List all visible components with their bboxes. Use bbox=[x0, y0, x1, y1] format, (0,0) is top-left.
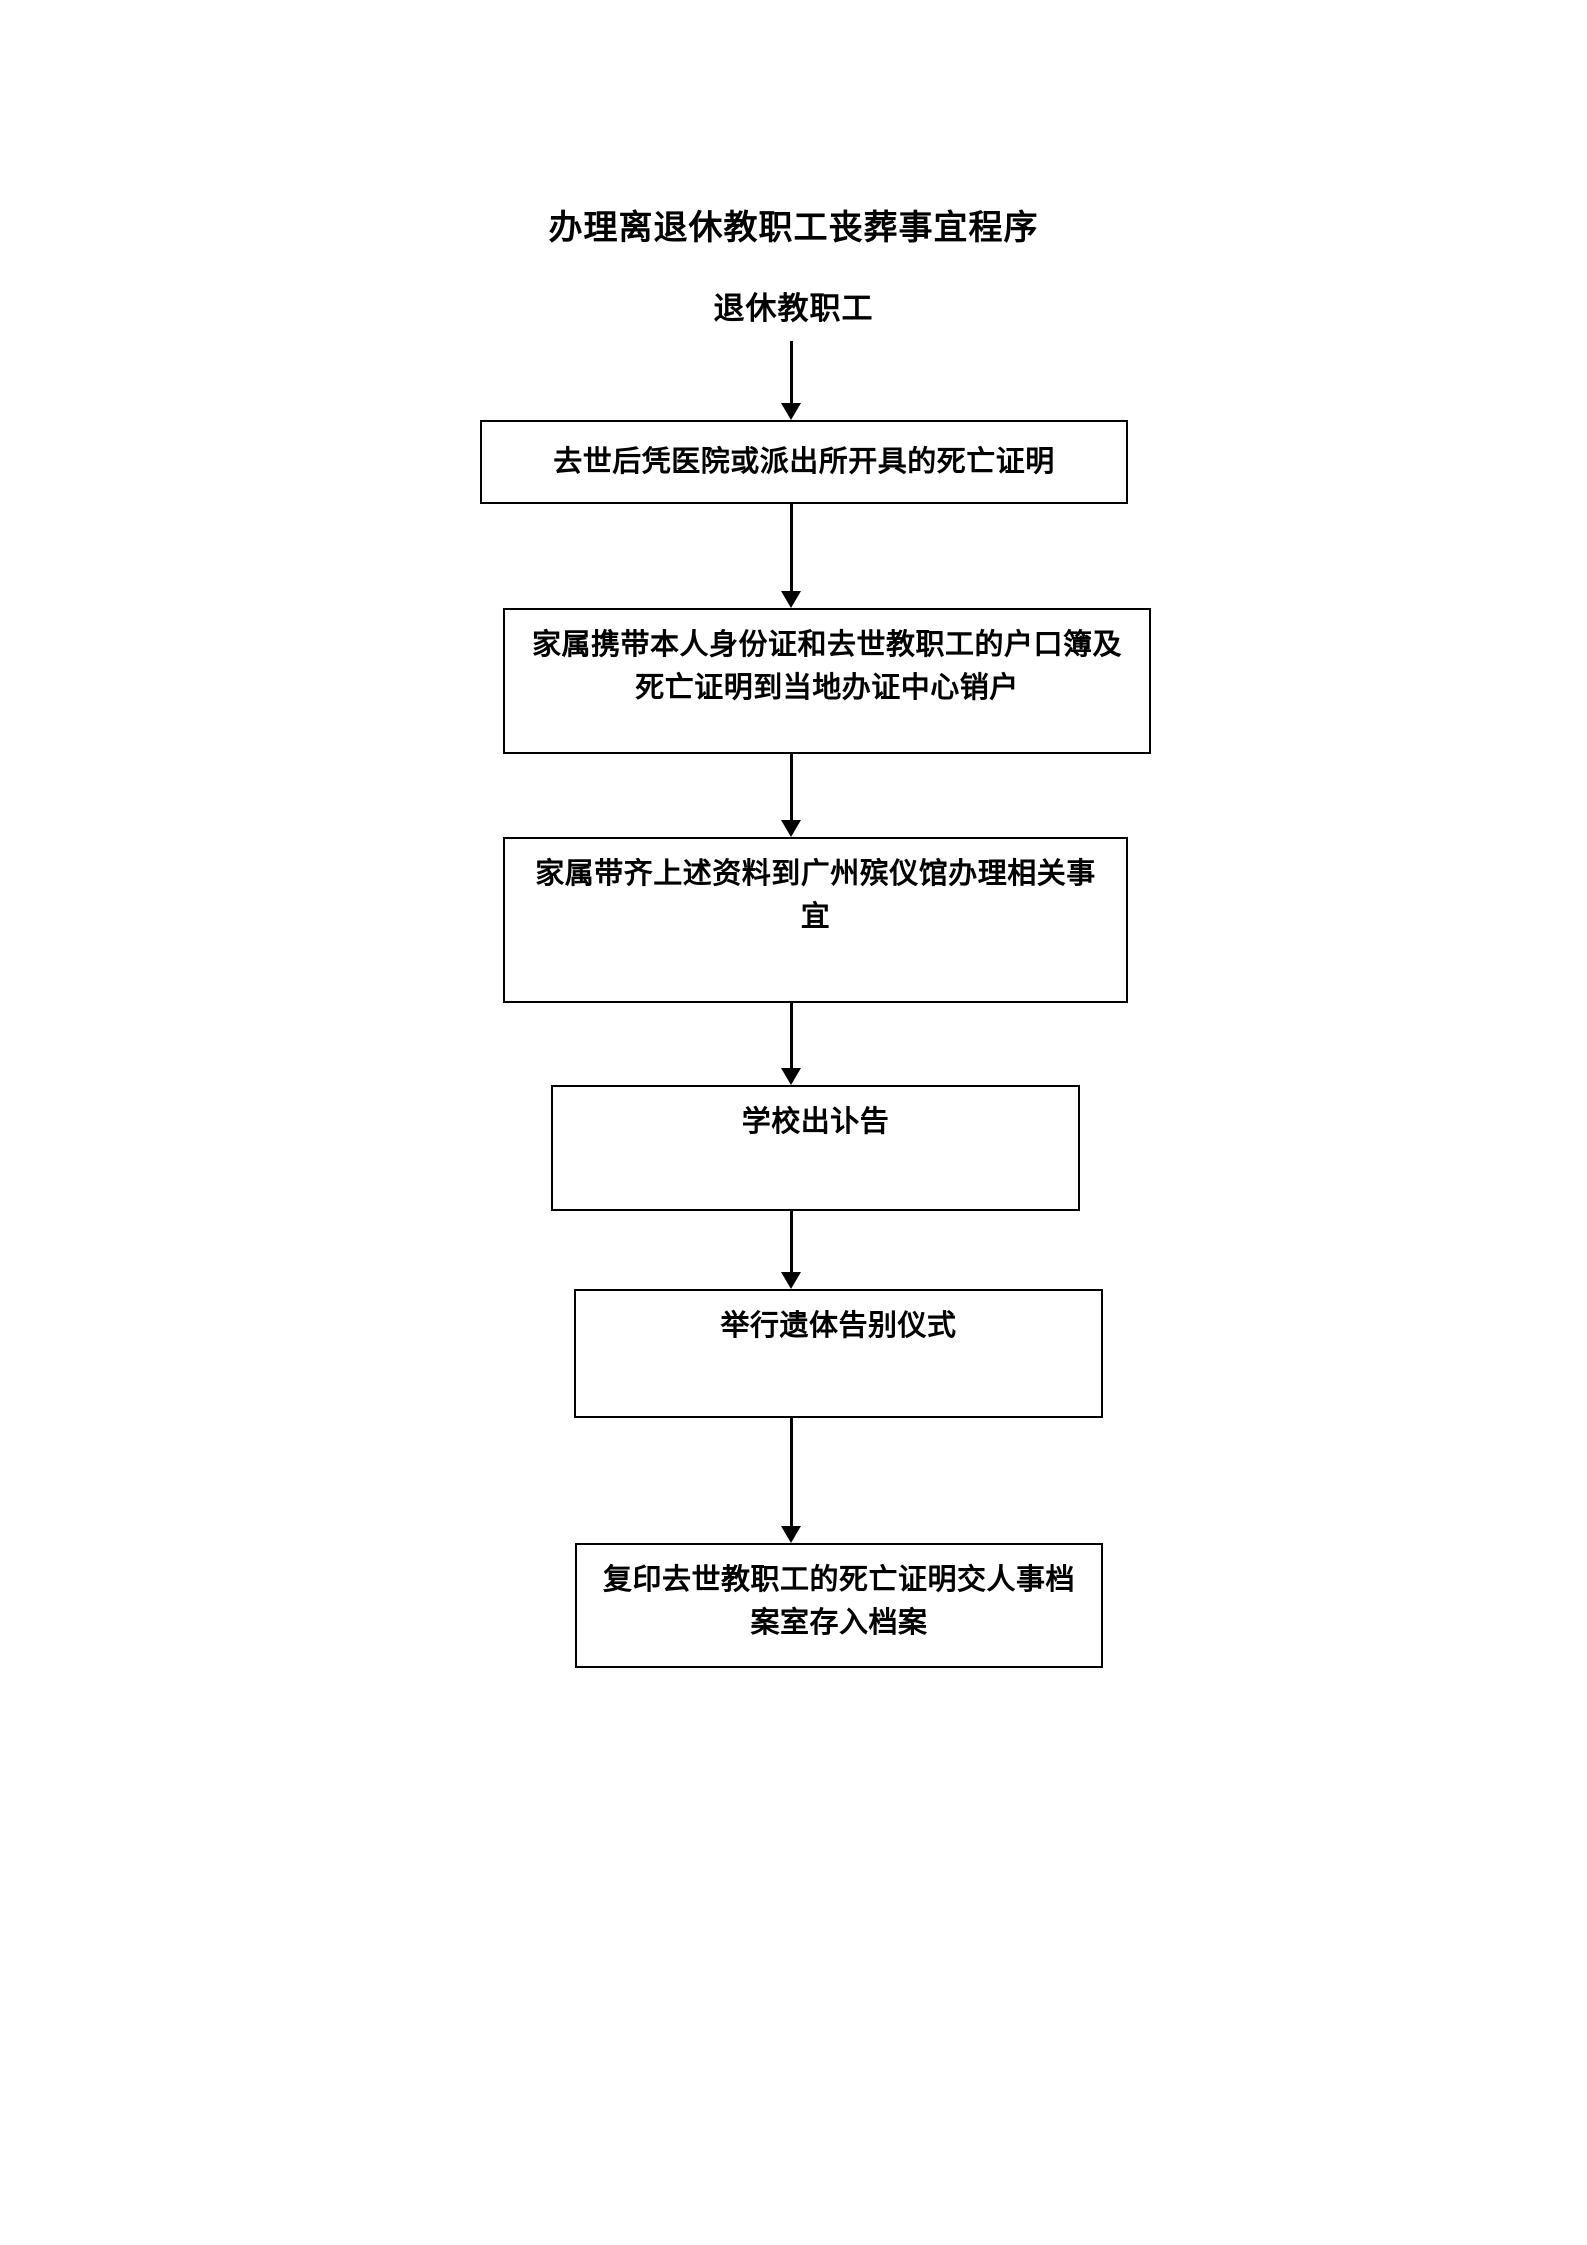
page-title: 办理离退休教职工丧葬事宜程序 bbox=[548, 210, 1039, 247]
flow-step-3[interactable]: 家属带齐上述资料到广州殡仪馆办理相关事宜 bbox=[503, 837, 1128, 1003]
flow-step-6-label: 复印去世教职工的死亡证明交人事档案室存入档案 bbox=[602, 1564, 1075, 1639]
flow-step-4[interactable]: 学校出讣告 bbox=[551, 1085, 1080, 1211]
flow-step-2[interactable]: 家属携带本人身份证和去世教职工的户口簿及死亡证明到当地办证中心销户 bbox=[503, 608, 1151, 754]
flow-step-1[interactable]: 去世后凭医院或派出所开具的死亡证明 bbox=[480, 420, 1128, 504]
flow-step-6[interactable]: 复印去世教职工的死亡证明交人事档案室存入档案 bbox=[575, 1543, 1103, 1668]
flow-step-2-label: 家属携带本人身份证和去世教职工的户口簿及死亡证明到当地办证中心销户 bbox=[531, 629, 1122, 704]
flow-step-3-label: 家属带齐上述资料到广州殡仪馆办理相关事宜 bbox=[535, 858, 1096, 933]
flow-step-5-label: 举行遗体告别仪式 bbox=[720, 1310, 957, 1342]
flow-step-1-label: 去世后凭医院或派出所开具的死亡证明 bbox=[553, 445, 1055, 478]
flow-step-4-label: 学校出讣告 bbox=[741, 1106, 890, 1138]
flow-step-5[interactable]: 举行遗体告别仪式 bbox=[574, 1289, 1103, 1418]
flow-start-label: 退休教职工 bbox=[713, 291, 874, 326]
